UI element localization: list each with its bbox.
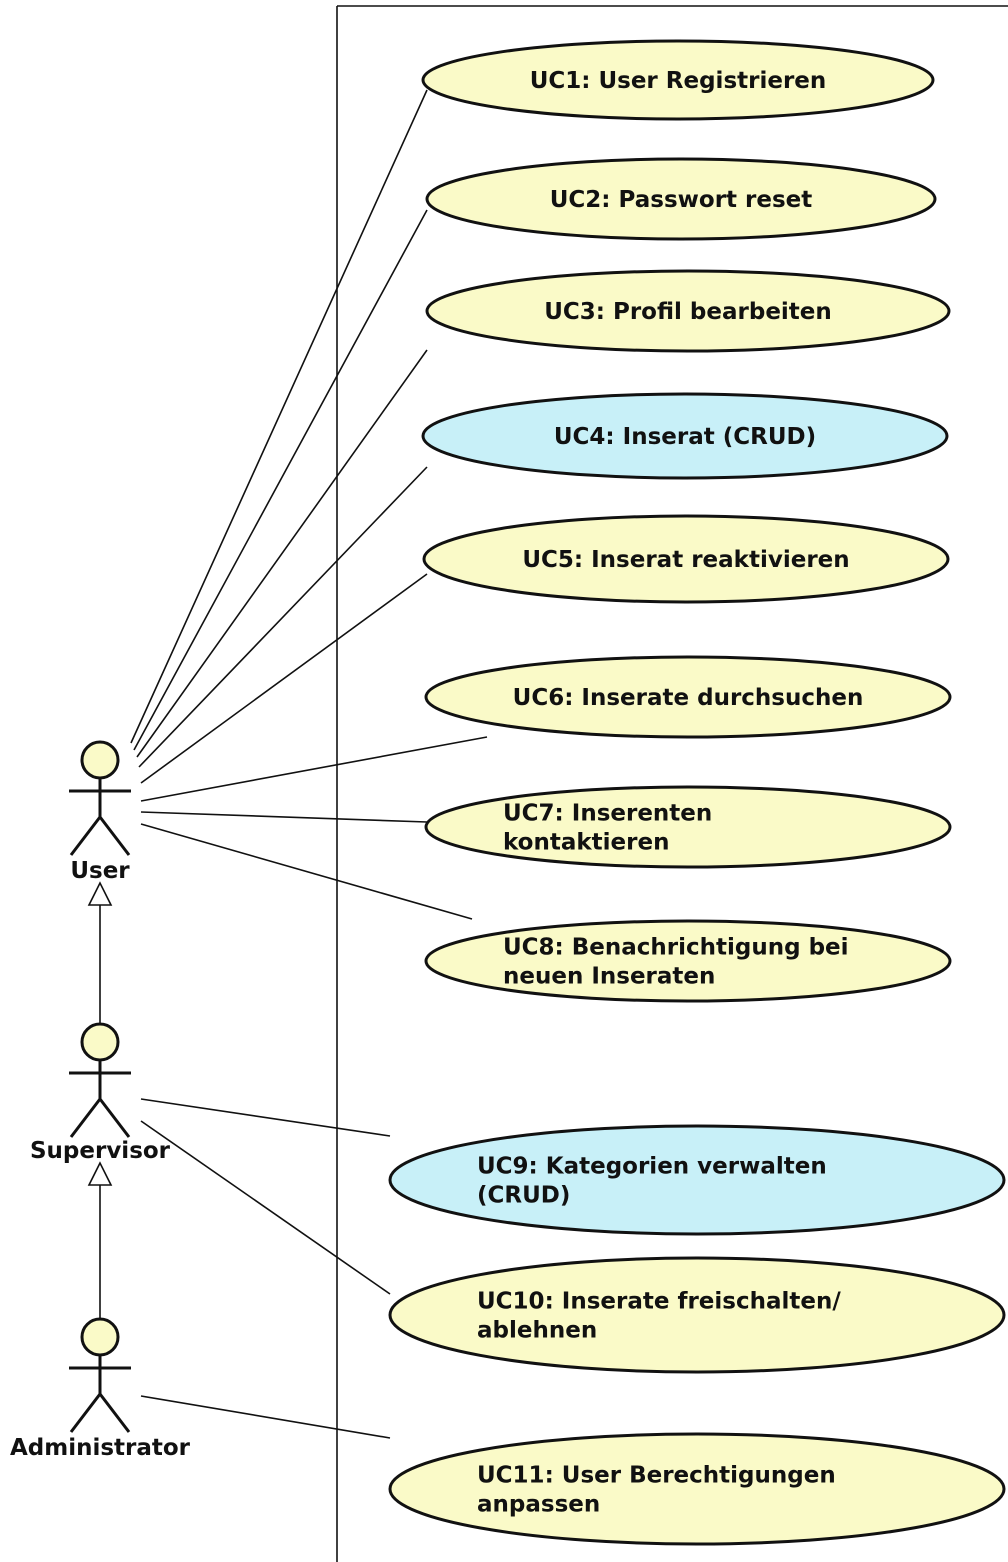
use-case-shape xyxy=(424,655,952,739)
actor-label: User xyxy=(70,858,130,884)
use-case-shape xyxy=(388,1256,1006,1374)
association-user-uc2 xyxy=(133,209,428,751)
use-case-label: anpassen xyxy=(477,1492,600,1518)
use-case-uc4[interactable]: UC4: Inserat (CRUD) xyxy=(421,392,949,480)
association-user-uc1 xyxy=(130,89,428,744)
association-user-uc7 xyxy=(140,811,428,823)
use-case-label: UC8: Benachrichtigung bei xyxy=(503,935,849,961)
use-case-label: UC10: Inserate freischalten/ xyxy=(477,1289,841,1315)
use-case-label: UC1: User Registrieren xyxy=(530,68,827,94)
use-case-uc11[interactable]: UC11: User Berechtigungen anpassen xyxy=(388,1432,1006,1546)
use-case-uc6[interactable]: UC6: Inserate durchsuchen xyxy=(424,655,952,739)
use-case-label: UC11: User Berechtigungen xyxy=(477,1463,836,1489)
actor-right-leg xyxy=(98,1098,131,1138)
use-case-uc8[interactable]: UC8: Benachrichtigung bei neuen Inseraten xyxy=(424,919,952,1003)
actor-right-leg xyxy=(98,816,131,856)
use-case-uc5[interactable]: UC5: Inserat reaktivieren xyxy=(422,514,950,604)
generalization-arrow-administrator xyxy=(87,1161,113,1186)
association-supervisor-uc9 xyxy=(140,1098,391,1137)
actor-label: Supervisor xyxy=(30,1138,171,1164)
use-case-label: neuen Inseraten xyxy=(503,964,715,990)
use-case-uc9[interactable]: UC9: Kategorien verwalten (CRUD) xyxy=(388,1124,1006,1236)
associations xyxy=(130,89,488,1439)
use-case-uc3[interactable]: UC3: Profil bearbeiten xyxy=(425,269,951,353)
use-case-shape xyxy=(425,269,951,353)
use-case-uc7[interactable]: UC7: Inserenten kontaktieren xyxy=(424,785,952,869)
association-user-uc3 xyxy=(136,349,428,758)
actor-head xyxy=(80,1022,120,1062)
generalizations xyxy=(87,881,113,1318)
generalization-arrow-supervisor xyxy=(87,881,113,906)
use-case-shape xyxy=(421,392,949,480)
actor-left-leg xyxy=(69,816,102,856)
use-case-label: kontaktieren xyxy=(503,830,669,856)
use-case-shape xyxy=(424,785,952,869)
use-case-uc1[interactable]: UC1: User Registrieren xyxy=(421,39,935,121)
use-case-label: UC2: Passwort reset xyxy=(550,187,813,213)
actor-head xyxy=(80,740,120,780)
association-user-uc8 xyxy=(140,823,473,920)
use-case-label: (CRUD) xyxy=(477,1183,570,1209)
actor-label: Administrator xyxy=(10,1435,191,1461)
use-case-label: UC9: Kategorien verwalten xyxy=(477,1154,827,1180)
use-case-shape xyxy=(425,157,937,241)
association-administrator-uc11 xyxy=(140,1395,391,1439)
use-case-shape xyxy=(422,514,950,604)
actor-left-leg xyxy=(69,1393,102,1433)
use-case-shape xyxy=(388,1432,1006,1546)
use-case-uc10[interactable]: UC10: Inserate freischalten/ablehnen xyxy=(388,1256,1006,1374)
actor-administrator[interactable]: Administrator xyxy=(10,1317,191,1461)
use-case-shape xyxy=(421,39,935,121)
use-case-label: UC6: Inserate durchsuchen xyxy=(513,685,864,711)
association-supervisor-uc10 xyxy=(140,1120,391,1295)
actor-left-leg xyxy=(69,1098,102,1138)
use-case-uc2[interactable]: UC2: Passwort reset xyxy=(425,157,937,241)
use-case-label: ablehnen xyxy=(477,1318,597,1344)
use-case-label: UC3: Profil bearbeiten xyxy=(544,299,832,325)
actor-user[interactable]: User xyxy=(69,740,131,884)
association-user-uc5 xyxy=(140,573,428,784)
actor-head xyxy=(80,1317,120,1357)
use-case-shape xyxy=(424,919,952,1003)
association-user-uc6 xyxy=(140,736,488,802)
actor-right-leg xyxy=(98,1393,131,1433)
use-case-label: UC4: Inserat (CRUD) xyxy=(554,424,816,450)
association-user-uc4 xyxy=(138,466,428,768)
use-case-shape xyxy=(388,1124,1006,1236)
use-case-label: UC5: Inserat reaktivieren xyxy=(522,547,849,573)
actor-supervisor[interactable]: Supervisor xyxy=(30,1022,171,1164)
use-case-label: UC7: Inserenten xyxy=(503,801,712,827)
